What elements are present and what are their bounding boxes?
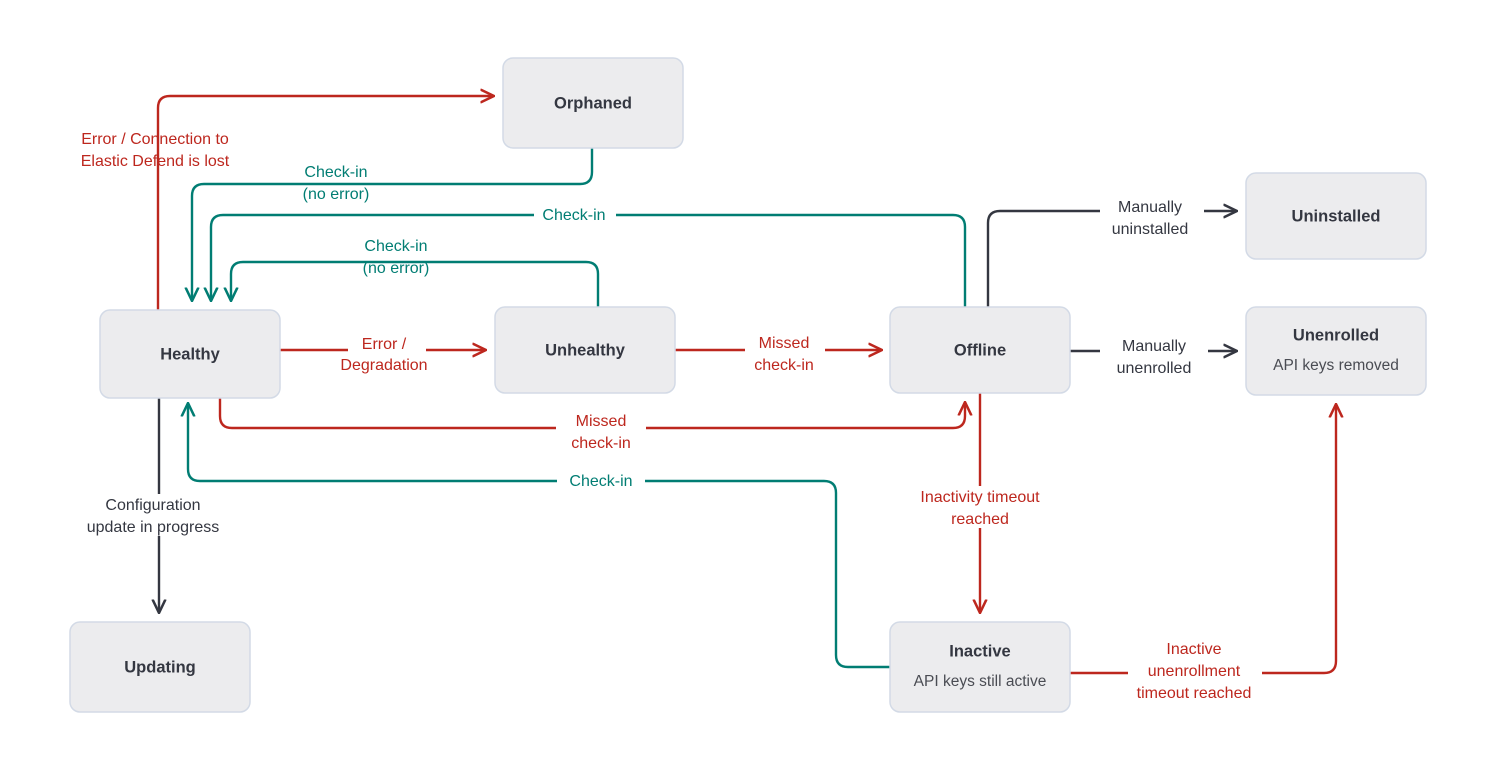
node-unenrolled-subtitle: API keys removed xyxy=(1273,357,1399,374)
edge-label-healthy-to-offline-line1: Missed xyxy=(576,413,627,430)
label-mask xyxy=(1100,336,1208,366)
node-inactive[interactable]: Inactive API keys still active xyxy=(889,621,1071,713)
edge-label-offline-to-uninstalled-line2: uninstalled xyxy=(1112,221,1189,238)
edge-unhealthy-to-healthy xyxy=(231,260,600,307)
label-mask xyxy=(1128,636,1262,696)
node-updating-title: Updating xyxy=(124,658,196,676)
node-inactive-box[interactable] xyxy=(889,621,1071,713)
edge-label-inactive-to-unenrolled-line2: unenrollment xyxy=(1148,663,1241,680)
edge-label-healthy-to-orphaned-line1: Error / Connection to xyxy=(81,131,229,148)
label-mask xyxy=(1100,196,1204,224)
edge-label-offline-to-inactive-line1: Inactivity timeout xyxy=(920,489,1040,506)
label-mask xyxy=(557,470,645,492)
edge-orphaned-to-healthy xyxy=(192,148,594,301)
edge-label-unhealthy-to-healthy-line2: (no error) xyxy=(363,260,430,277)
label-mask xyxy=(906,486,1056,528)
node-uninstalled-box[interactable] xyxy=(1245,172,1427,260)
edge-label-inactive-to-unenrolled-line1: Inactive xyxy=(1166,641,1221,658)
edge-label-orphaned-to-healthy-line2: (no error) xyxy=(303,186,370,203)
node-offline-box[interactable] xyxy=(889,306,1071,394)
edge-label-inactive-to-unenrolled-line3: timeout reached xyxy=(1137,685,1252,702)
node-offline-title: Offline xyxy=(954,341,1006,359)
node-inactive-subtitle: API keys still active xyxy=(914,673,1047,690)
label-mask xyxy=(534,204,616,226)
edge-label-unhealthy-to-healthy-line1: Check-in xyxy=(364,238,427,255)
node-inactive-title: Inactive xyxy=(949,642,1010,660)
node-updating-box[interactable] xyxy=(69,621,251,713)
node-unenrolled-box[interactable] xyxy=(1245,306,1427,396)
edge-offline-to-uninstalled xyxy=(986,211,1237,307)
label-mask xyxy=(348,340,426,362)
node-updating[interactable]: Updating xyxy=(69,621,251,713)
edge-label-unhealthy-to-offline-line1: Missed xyxy=(759,335,810,352)
edge-inactive-to-healthy xyxy=(188,403,890,669)
node-unhealthy[interactable]: Unhealthy xyxy=(494,306,676,394)
node-unhealthy-box[interactable] xyxy=(494,306,676,394)
node-orphaned-box[interactable] xyxy=(502,57,684,149)
node-orphaned[interactable]: Orphaned xyxy=(502,57,684,149)
edge-label-orphaned-to-healthy-line1: Check-in xyxy=(304,164,367,181)
label-mask xyxy=(556,414,646,442)
edge-label-offline-to-inactive-line2: reached xyxy=(951,511,1009,528)
edge-label-healthy-to-offline-line2: check-in xyxy=(571,435,631,452)
node-healthy-title: Healthy xyxy=(160,345,220,363)
edge-label-offline-to-unenrolled-line1: Manually xyxy=(1122,338,1186,355)
edge-label-offline-to-uninstalled-line1: Manually xyxy=(1118,199,1182,216)
node-orphaned-title: Orphaned xyxy=(554,94,632,112)
node-healthy[interactable]: Healthy xyxy=(99,309,281,399)
node-uninstalled[interactable]: Uninstalled xyxy=(1245,172,1427,260)
edge-healthy-to-orphaned xyxy=(156,96,494,330)
edge-inactive-to-unenrolled xyxy=(1070,404,1336,675)
node-unenrolled[interactable]: Unenrolled API keys removed xyxy=(1245,306,1427,396)
edge-label-healthy-to-updating-line2: update in progress xyxy=(87,519,220,536)
edge-label-inactive-to-healthy: Check-in xyxy=(569,473,632,490)
edge-label-healthy-to-unhealthy-line1: Error / xyxy=(362,336,407,353)
label-mask xyxy=(283,160,393,180)
label-mask xyxy=(78,494,242,536)
node-healthy-box[interactable] xyxy=(99,309,281,399)
label-mask xyxy=(350,236,444,256)
node-uninstalled-title: Uninstalled xyxy=(1292,207,1381,225)
node-unhealthy-title: Unhealthy xyxy=(545,341,626,359)
edge-label-healthy-to-updating-line1: Configuration xyxy=(105,497,200,514)
edge-label-unhealthy-to-offline-line2: check-in xyxy=(754,357,814,374)
edge-label-offline-to-healthy: Check-in xyxy=(542,207,605,224)
edge-label-offline-to-unenrolled-line2: unenrolled xyxy=(1117,360,1192,377)
node-unenrolled-title: Unenrolled xyxy=(1293,326,1379,344)
edge-label-healthy-to-unhealthy-line2: Degradation xyxy=(340,357,427,374)
node-offline[interactable]: Offline xyxy=(889,306,1071,394)
edge-label-healthy-to-orphaned-line2: Elastic Defend is lost xyxy=(81,153,230,170)
label-mask xyxy=(745,334,825,366)
